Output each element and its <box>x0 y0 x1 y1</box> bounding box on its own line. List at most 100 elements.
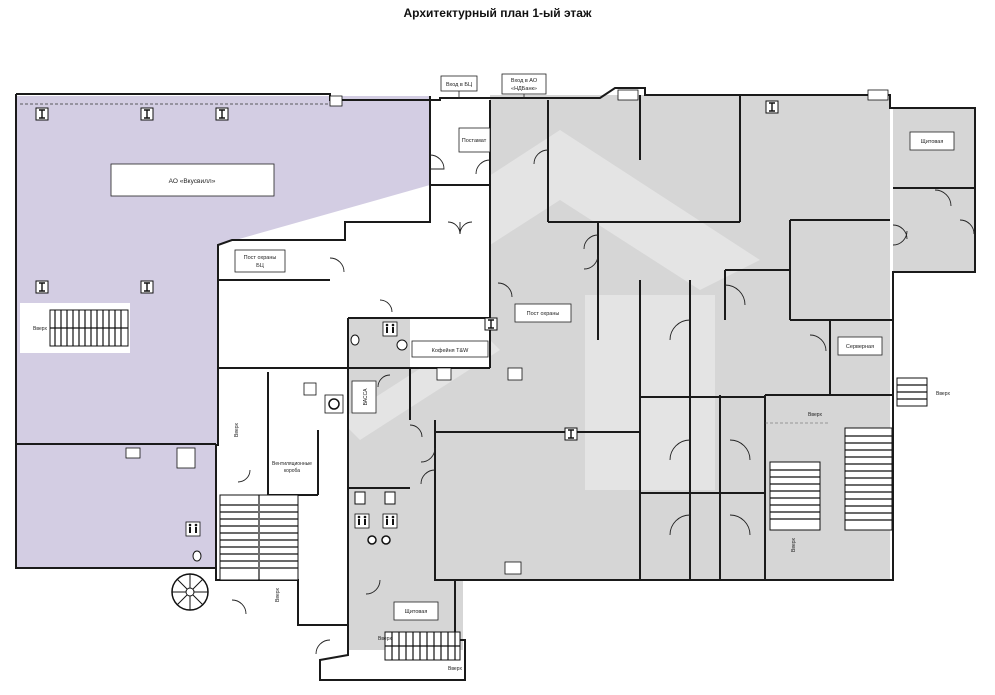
door[interactable] <box>934 189 952 207</box>
door[interactable] <box>409 424 423 438</box>
column-icon <box>564 427 578 441</box>
room-label-post-bc-1: Пост охраны <box>244 255 277 261</box>
toilet-icon <box>367 535 377 545</box>
door[interactable] <box>420 447 436 463</box>
room-label-vent-1: Вентиляционные <box>272 461 312 467</box>
stair-label-exterior: Вверх <box>936 391 950 397</box>
door[interactable] <box>377 374 391 388</box>
stair-middle[interactable] <box>219 494 299 581</box>
watermark-bar <box>585 295 715 490</box>
door[interactable] <box>959 219 975 235</box>
room-label-server: Серверная <box>846 344 874 350</box>
door[interactable] <box>892 224 908 246</box>
accessible-wc-icon <box>324 394 344 414</box>
room-box-post-guard[interactable] <box>514 303 572 323</box>
outer-wall-left <box>15 94 431 569</box>
door[interactable] <box>583 234 599 250</box>
door[interactable] <box>724 284 746 306</box>
room-box-post-bc[interactable] <box>234 249 286 273</box>
room-box-shchitovaya[interactable] <box>909 131 955 151</box>
fixture <box>436 367 452 381</box>
stair-label-mid-1: Вверх <box>234 423 240 437</box>
room-box-postamat[interactable] <box>458 127 491 153</box>
entrance-label-bc: Вход в БЦ <box>446 82 472 88</box>
room-label-vasca: ВАССА <box>363 388 369 406</box>
watermark-shape <box>360 130 760 290</box>
wc-icon <box>354 513 370 529</box>
room-box-vasca[interactable] <box>351 380 377 414</box>
door[interactable] <box>379 299 393 313</box>
stair-label-bottom-1: Вверх <box>378 636 392 642</box>
stair-label-bottom-2: Вверх <box>448 666 462 672</box>
grey-zone-main[interactable] <box>410 95 890 580</box>
column-icon <box>484 317 498 331</box>
room-box-server[interactable] <box>837 336 883 356</box>
spiral-stair[interactable] <box>171 573 209 611</box>
door[interactable] <box>497 282 513 298</box>
door[interactable] <box>475 159 491 175</box>
stair-left[interactable] <box>20 303 130 353</box>
column-icon <box>140 280 154 294</box>
fixture <box>617 89 639 101</box>
outer-wall <box>16 87 976 581</box>
fixture <box>176 447 196 469</box>
door[interactable] <box>365 579 381 595</box>
column-icon <box>35 107 49 121</box>
entrance-label-bank-1: Вход в АО <box>511 78 538 84</box>
fixture <box>303 382 317 396</box>
door[interactable] <box>729 439 751 461</box>
stair-bottom[interactable] <box>384 631 461 661</box>
room-label-coffee: Кофейня T&W <box>432 347 469 354</box>
door[interactable] <box>329 257 345 273</box>
fixture <box>125 447 141 459</box>
column-icon <box>140 107 154 121</box>
door[interactable] <box>429 154 445 170</box>
toilet-icon <box>381 535 391 545</box>
entrance-label-bank-2: «НДБанк» <box>511 86 537 92</box>
fixture <box>504 561 522 575</box>
door[interactable] <box>669 439 691 461</box>
toilet-icon <box>192 550 202 562</box>
toilet-icon <box>396 339 408 351</box>
grey-zone-post[interactable] <box>490 280 590 368</box>
column-icon <box>765 100 779 114</box>
fixture <box>329 95 343 107</box>
toilet-icon <box>350 334 360 346</box>
room-box-shchitovaya-bottom[interactable] <box>393 601 439 621</box>
stair-label-right-2: Вверх <box>791 538 797 552</box>
fixture <box>867 89 889 101</box>
stair-exterior-right[interactable] <box>896 377 928 407</box>
wc-icon <box>382 321 398 337</box>
door[interactable] <box>237 469 251 483</box>
room-label-vent-2: короба <box>284 468 300 474</box>
stair-right[interactable] <box>769 427 893 531</box>
door[interactable] <box>315 639 331 655</box>
door[interactable] <box>729 514 751 536</box>
wc-icon <box>185 521 201 537</box>
door[interactable] <box>669 319 691 341</box>
watermark-arrow <box>340 330 500 440</box>
door[interactable] <box>533 149 549 165</box>
toilet-stall <box>354 491 366 505</box>
door[interactable] <box>231 599 247 615</box>
room-label-post-guard: Пост охраны <box>527 311 560 317</box>
column-icon <box>215 107 229 121</box>
room-label-vkusvill: АО «Вкусвилл» <box>169 178 216 185</box>
toilet-stall <box>384 491 396 505</box>
door[interactable] <box>583 254 599 270</box>
door[interactable] <box>669 514 691 536</box>
wc-icon <box>382 513 398 529</box>
stair-label-left: Вверх <box>33 326 47 332</box>
door[interactable] <box>459 221 473 235</box>
stair-label-right-1: Вверх <box>808 412 822 418</box>
room-label-postamat: Постамат <box>462 138 487 144</box>
room-box-coffee[interactable] <box>411 340 489 358</box>
fixture <box>507 367 523 381</box>
room-label-shchitovaya-bottom: Щитовая <box>405 609 428 615</box>
room-box-vkusvill[interactable] <box>110 163 275 197</box>
door[interactable] <box>809 334 827 352</box>
door[interactable] <box>420 469 436 485</box>
room-label-shchitovaya: Щитовая <box>921 139 944 145</box>
plan-title: Архитектурный план 1-ый этаж <box>403 6 592 20</box>
